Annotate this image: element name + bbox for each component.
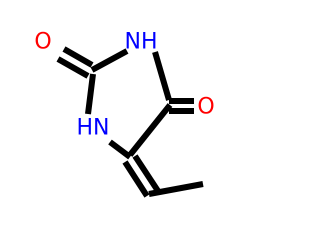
bond-c2-o2-b	[56, 56, 90, 79]
atom-labels: O NH O HN	[34, 30, 214, 141]
atom-n3: NH	[125, 30, 158, 55]
atom-n1: HN	[77, 116, 110, 141]
bond-c5-n1	[108, 139, 132, 160]
bond-c6-c7	[148, 181, 204, 197]
bond-c2-o2-a	[62, 46, 94, 68]
atom-o2: O	[34, 30, 51, 55]
bond-c5-c6-b	[122, 160, 150, 198]
bond-c2-n3	[90, 48, 129, 73]
atom-o4: O	[197, 95, 214, 120]
bond-c5-c6-a	[132, 154, 161, 193]
structure-diagram: O NH O HN	[34, 30, 215, 198]
bonds	[56, 46, 204, 198]
bond-n1-c2	[85, 73, 96, 115]
bond-c4-c5	[127, 103, 173, 157]
bond-n3-c4	[152, 51, 172, 101]
